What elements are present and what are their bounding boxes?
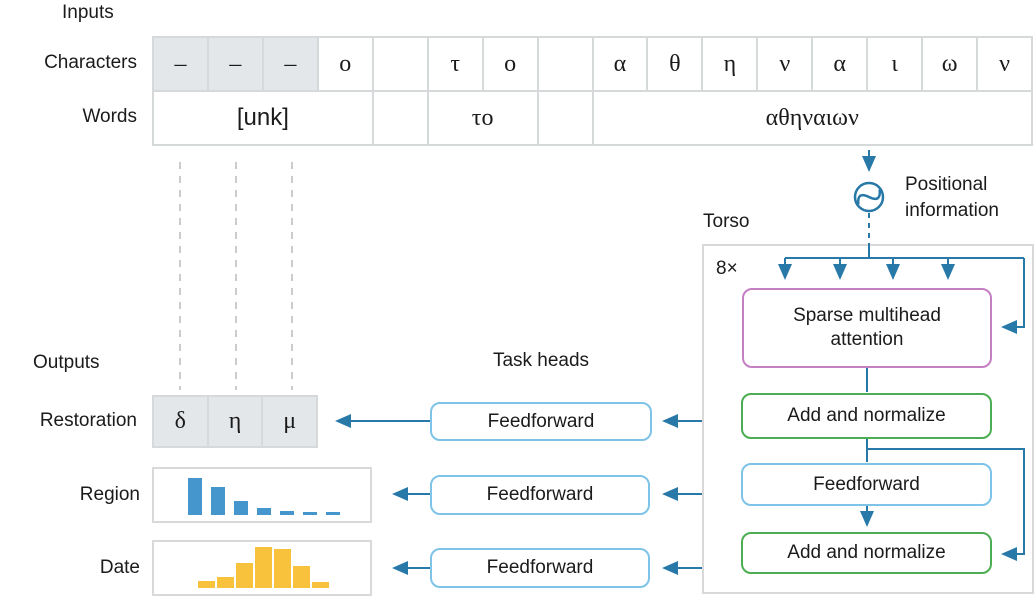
date-bar xyxy=(274,549,291,588)
character-cell: τ xyxy=(428,38,482,90)
date-bar xyxy=(217,577,234,588)
date-bar xyxy=(236,563,253,588)
date-bar-chart xyxy=(198,547,329,588)
character-cell: – xyxy=(263,38,317,90)
region-bar xyxy=(188,478,202,515)
date-bar xyxy=(255,547,272,588)
region-row-label: Region xyxy=(79,484,140,505)
words-row-label: Words xyxy=(82,106,137,127)
word-cell: το xyxy=(428,92,537,144)
region-head-block: Feedforward xyxy=(430,475,650,515)
restoration-cell: η xyxy=(208,397,262,446)
task-heads-heading: Task heads xyxy=(492,350,590,371)
character-cell: ω xyxy=(923,38,977,90)
region-head-label: Feedforward xyxy=(486,484,594,505)
feedforward-label-torso: Feedforward xyxy=(813,473,920,495)
character-cell: ο xyxy=(483,38,537,90)
character-cell: ι xyxy=(868,38,922,90)
restoration-cell: δ xyxy=(154,397,207,446)
add-and-normalize-label-1: Add and normalize xyxy=(787,405,946,426)
word-cell xyxy=(373,92,427,144)
character-cell: α xyxy=(593,38,647,90)
character-cell: ο xyxy=(318,38,372,90)
torso-heading: Torso xyxy=(703,211,750,232)
word-cell xyxy=(538,92,592,144)
restoration-row-label: Restoration xyxy=(39,410,137,431)
date-bar xyxy=(293,566,310,588)
region-bar-chart xyxy=(188,478,340,515)
character-cell: α xyxy=(813,38,867,90)
character-cell: θ xyxy=(648,38,702,90)
add-and-normalize-label-2: Add and normalize xyxy=(787,542,946,563)
region-chart-box xyxy=(152,467,372,523)
date-bar xyxy=(312,582,329,588)
outputs-heading: Outputs xyxy=(33,352,100,373)
date-bar xyxy=(198,581,215,588)
date-head-label: Feedforward xyxy=(486,557,594,578)
characters-row-label: Characters xyxy=(44,52,137,73)
sparse-multihead-attention-label: Sparse multihead attention xyxy=(793,305,941,350)
mask-trace-dashed-lines xyxy=(179,162,293,390)
region-bar xyxy=(211,487,225,515)
word-cell: αθηναιων xyxy=(593,92,1031,144)
inputs-heading: Inputs xyxy=(62,2,114,23)
positional-information-label: Positional information xyxy=(905,174,999,221)
region-bar xyxy=(257,508,271,515)
word-cell: [unk] xyxy=(154,92,372,144)
character-cell: ν xyxy=(978,38,1031,90)
add-and-normalize-block-2: Add and normalize xyxy=(741,532,992,574)
date-row-label: Date xyxy=(99,557,140,578)
positional-encoding-icon xyxy=(853,181,885,213)
date-head-block: Feedforward xyxy=(430,548,650,588)
restoration-head-label: Feedforward xyxy=(487,410,595,432)
sparse-multihead-attention-block: Sparse multihead attention xyxy=(742,288,992,368)
character-cell: – xyxy=(154,38,207,90)
restoration-head-block: Feedforward xyxy=(430,402,652,441)
add-and-normalize-block-1: Add and normalize xyxy=(741,393,992,439)
restoration-cell: μ xyxy=(263,397,316,446)
feedforward-block-torso: Feedforward xyxy=(741,463,992,506)
character-cell: – xyxy=(208,38,262,90)
character-cell: ν xyxy=(758,38,812,90)
region-bar xyxy=(326,512,340,515)
character-cell xyxy=(373,38,427,90)
character-cell xyxy=(538,38,592,90)
region-bar xyxy=(303,512,317,515)
character-cell: η xyxy=(703,38,757,90)
date-chart-box xyxy=(152,540,372,596)
region-bar xyxy=(280,511,294,515)
repeat-count-label: 8× xyxy=(716,258,738,279)
region-bar xyxy=(234,501,248,515)
